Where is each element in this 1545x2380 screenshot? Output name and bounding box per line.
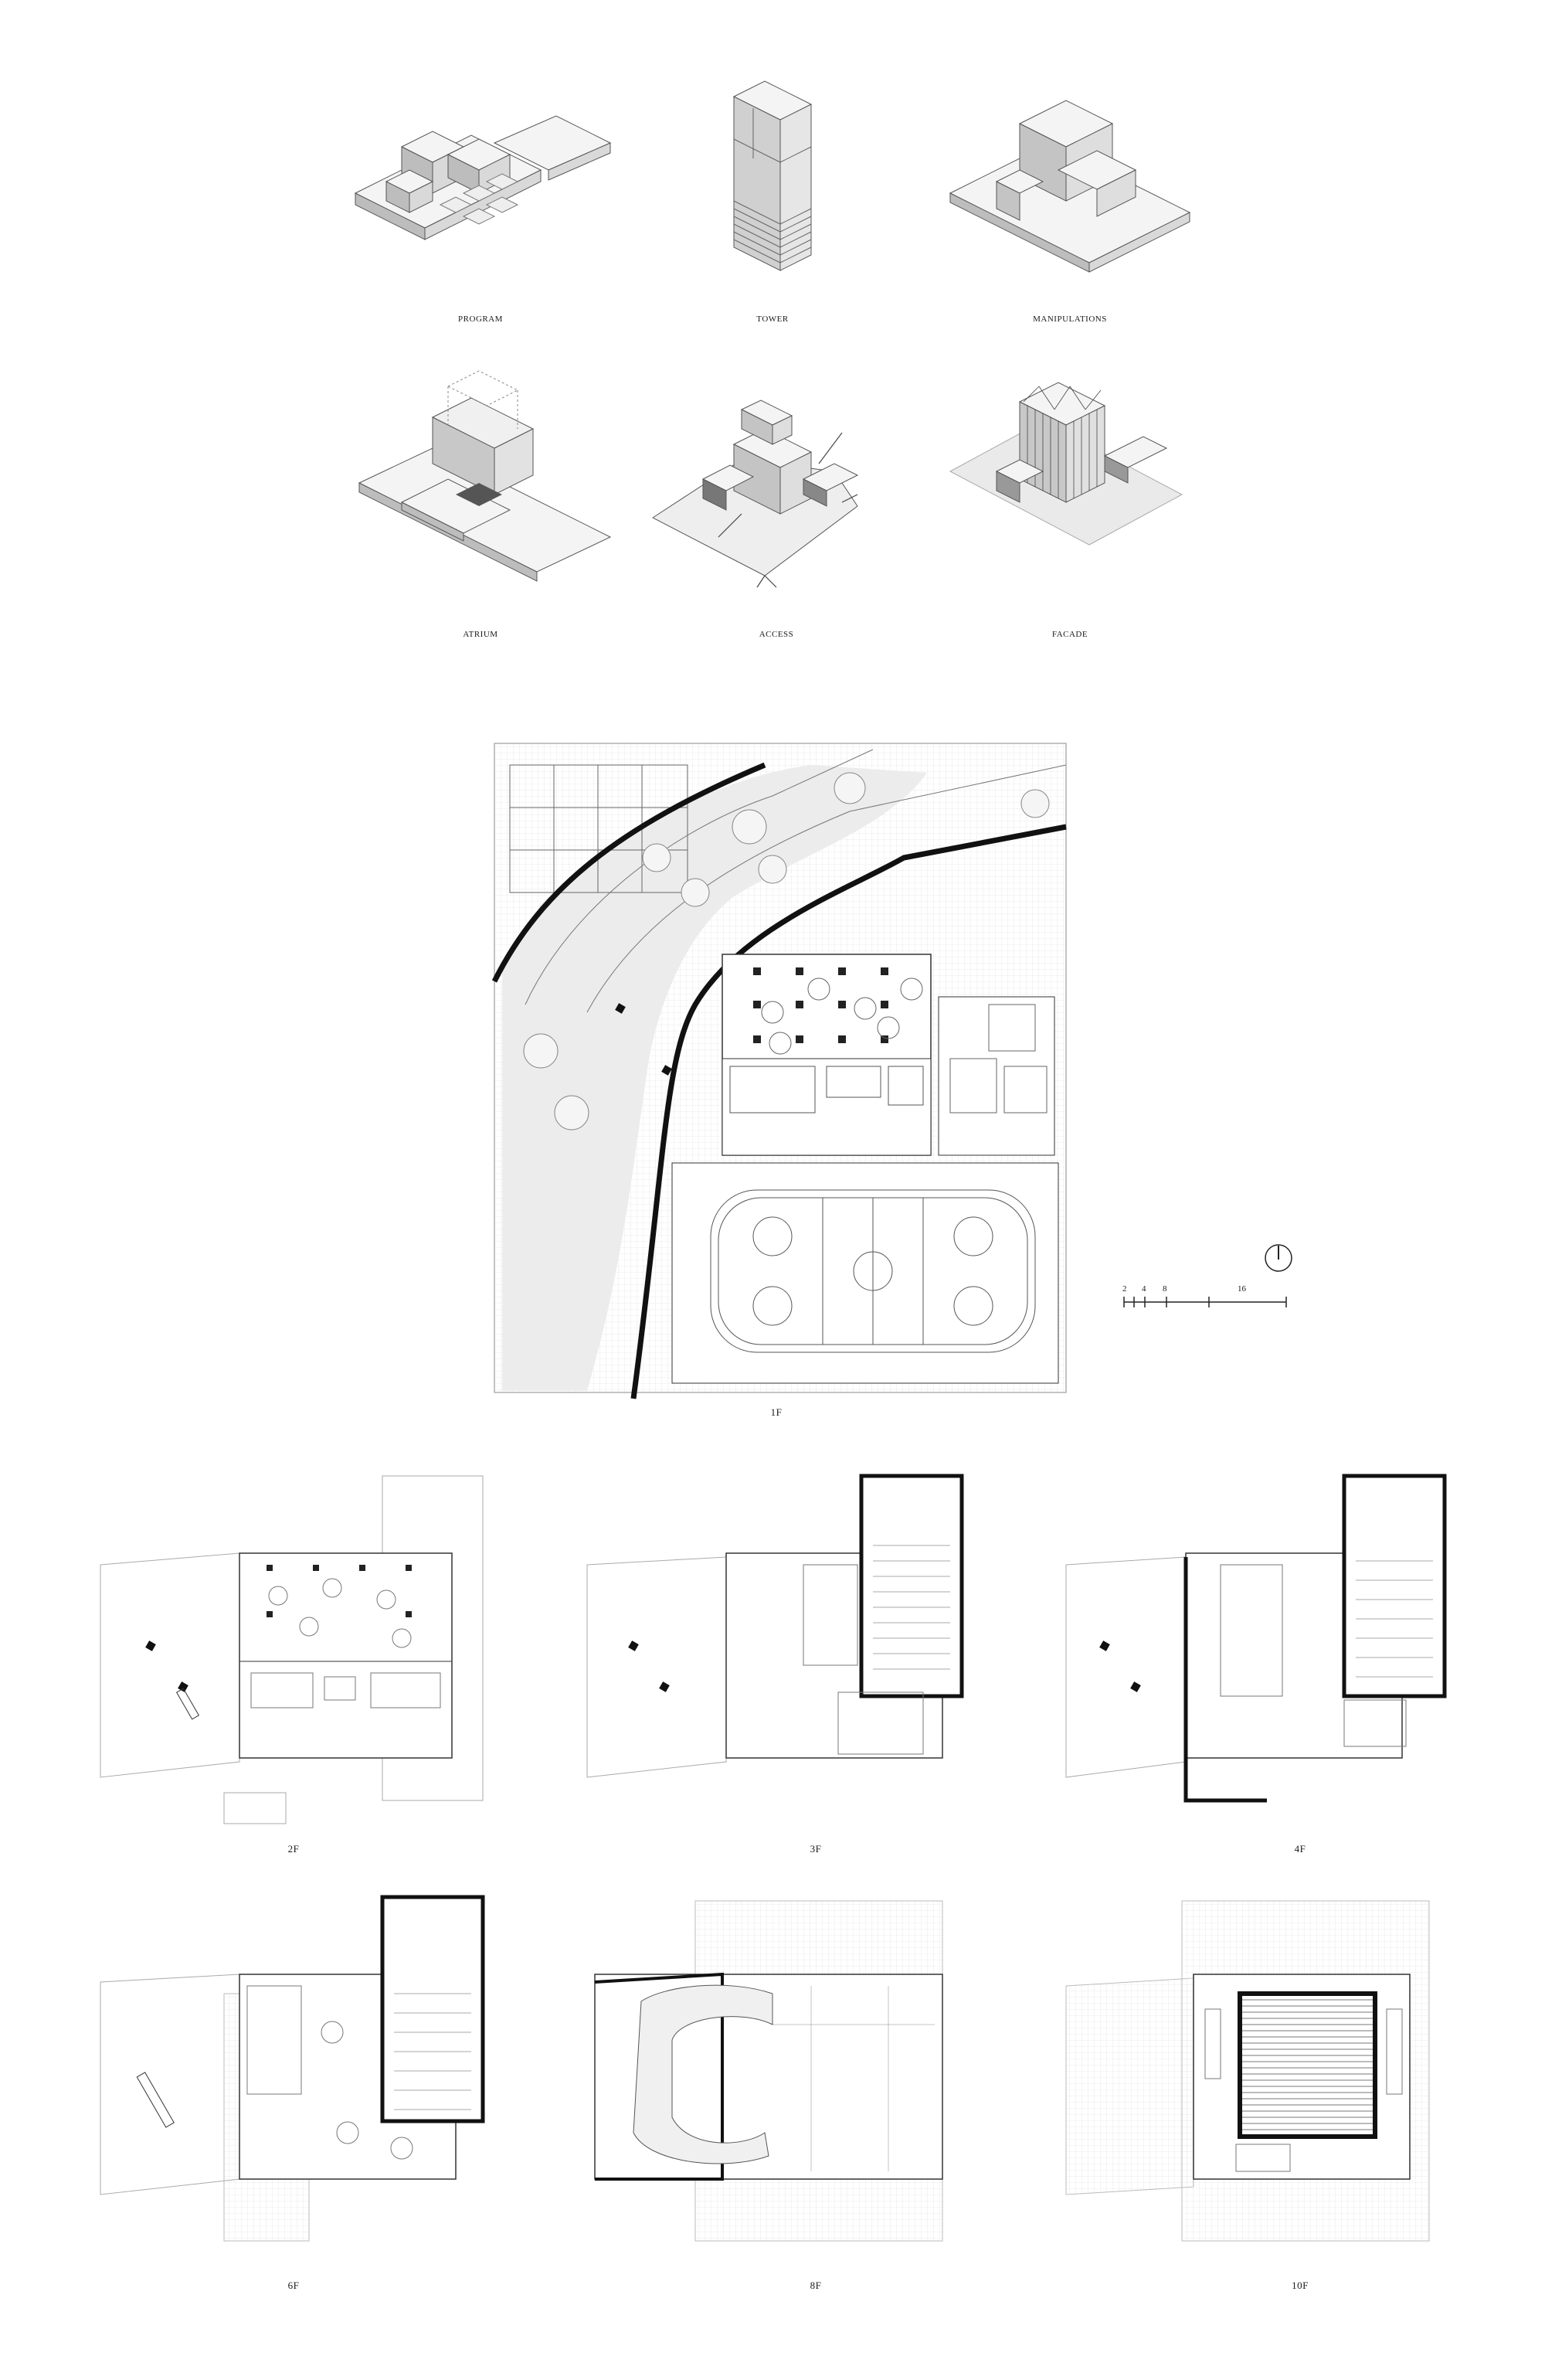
site-plan-1f xyxy=(491,743,1067,1399)
axonometric-diagrams xyxy=(354,80,1191,588)
north-arrow-icon xyxy=(1265,1244,1292,1272)
floor-label-4f: 4F xyxy=(1294,1843,1306,1855)
scale-bar-icon xyxy=(1123,1297,1287,1307)
floor-plan-10f xyxy=(1065,1900,1430,2242)
parking-lot xyxy=(509,764,688,893)
floor-plans xyxy=(100,1474,1447,2242)
tree-cluster xyxy=(523,772,1050,1130)
scale-tick-2: 2 xyxy=(1122,1284,1127,1294)
hockey-rink xyxy=(671,1162,1059,1384)
floor-plan-6f xyxy=(100,1895,485,2242)
floor-plan-2f xyxy=(100,1475,484,1824)
facade-diagram xyxy=(949,382,1183,546)
floor-plan-3f xyxy=(586,1474,964,1778)
diagram-label-access: ACCESS xyxy=(759,630,794,639)
manipulations-diagram xyxy=(949,100,1191,273)
floor-plan-4f xyxy=(1065,1474,1447,1803)
atrium-diagram xyxy=(358,370,612,582)
diagram-label-tower: TOWER xyxy=(756,314,789,324)
diagram-label-atrium: ATRIUM xyxy=(463,630,498,639)
scale-tick-4: 4 xyxy=(1142,1284,1146,1294)
diagram-label-program: PROGRAM xyxy=(458,314,503,324)
program-diagram xyxy=(354,115,612,240)
floor-label-10f: 10F xyxy=(1292,2280,1309,2291)
scale-tick-8: 8 xyxy=(1163,1284,1167,1294)
diagram-label-manipulations: MANIPULATIONS xyxy=(1033,314,1107,324)
floor-label-2f: 2F xyxy=(287,1843,300,1855)
diagram-label-facade: FACADE xyxy=(1051,630,1088,639)
floor-label-8f: 8F xyxy=(810,2280,822,2291)
building-footprint-1f xyxy=(722,954,932,1156)
floor-label-3f: 3F xyxy=(810,1843,822,1855)
tower-diagram xyxy=(732,80,813,271)
access-diagram xyxy=(652,400,859,588)
floor-label-1f: 1F xyxy=(770,1406,783,1418)
floor-label-6f: 6F xyxy=(287,2280,300,2291)
scale-tick-16: 16 xyxy=(1238,1284,1246,1294)
floor-plan-8f xyxy=(594,1900,943,2242)
